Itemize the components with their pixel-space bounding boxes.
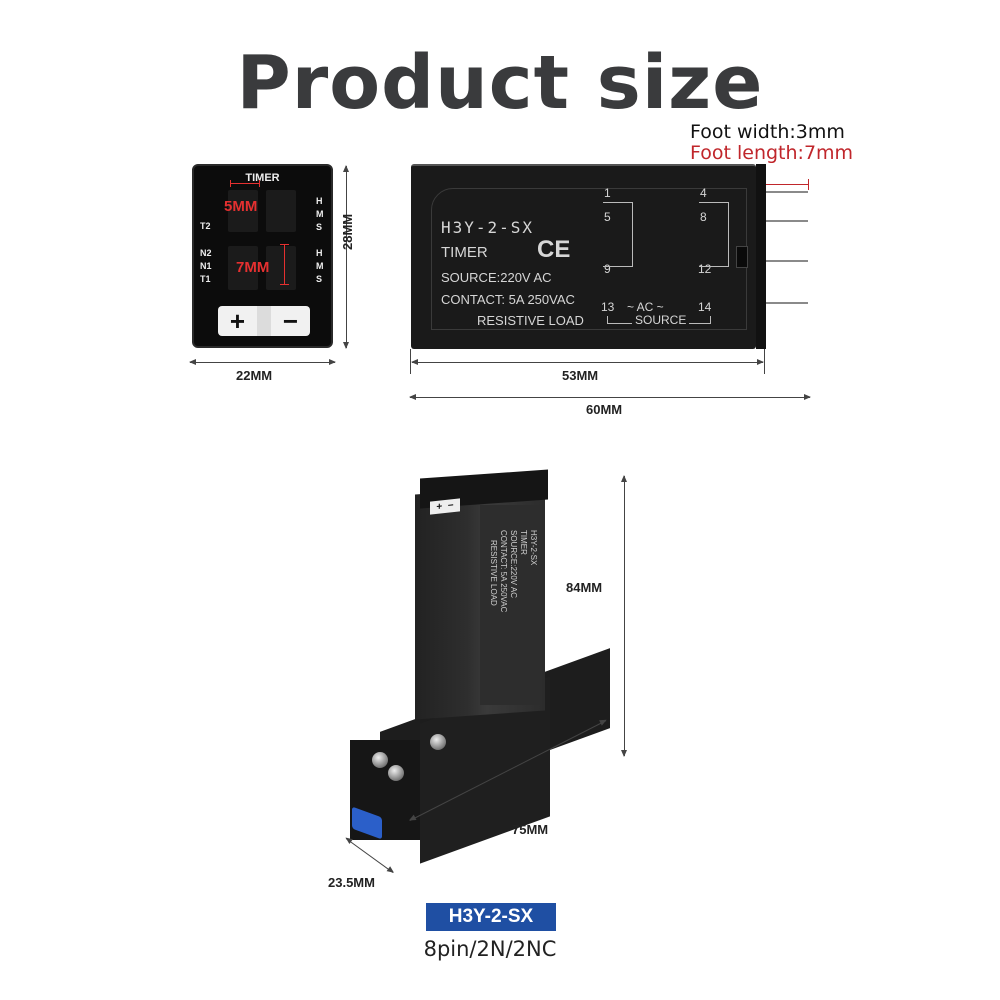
front-width-dim: 22MM <box>236 368 273 383</box>
contact-text: CONTACT: 5A 250VAC <box>441 292 575 307</box>
pin-9: 9 <box>604 262 611 276</box>
pin-4: 4 <box>700 186 707 200</box>
switch-circuit-right <box>699 202 729 267</box>
button-divider <box>257 306 271 336</box>
hour-label-bottom: H <box>316 248 323 258</box>
marker-tick <box>808 179 809 190</box>
body-length-line <box>411 359 764 365</box>
n1-label: N1 <box>200 261 212 271</box>
assembly-length-dim: 75MM <box>512 822 549 837</box>
foot-width-label: Foot width:3mm <box>690 121 845 143</box>
digit-width-dim: 5MM <box>224 198 258 215</box>
pin-13: 13 <box>601 300 615 314</box>
button-bar: + − <box>218 306 310 336</box>
digit-segment <box>228 190 258 232</box>
pin-1: 1 <box>604 186 611 200</box>
marker-tick <box>230 180 231 187</box>
total-length-dim: 60MM <box>586 402 623 417</box>
relay-type-text: TIMER <box>519 530 528 555</box>
switch-circuit-left <box>603 202 633 267</box>
side-tab <box>756 164 766 349</box>
width-dimension-line <box>189 359 336 365</box>
front-height-dim: 28MM <box>340 213 355 250</box>
height-dimension-line <box>343 165 349 349</box>
page-title: Product size <box>236 40 764 126</box>
minute-label-bottom: M <box>316 261 324 271</box>
minus-button[interactable]: − <box>282 306 299 336</box>
ac-label: ~ AC ~ <box>627 300 664 314</box>
pin-8: 8 <box>700 210 707 224</box>
side-view: H3Y-2-SX TIMER CE SOURCE:220V AC CONTACT… <box>411 164 756 349</box>
model-text: H3Y-2-SX <box>441 218 535 237</box>
relay-contact-text: CONTACT: 5A 250VAC <box>499 530 508 613</box>
type-text: TIMER <box>441 244 488 261</box>
foot-pin <box>766 191 808 193</box>
timer-label: TIMER <box>245 172 280 184</box>
terminal-screw <box>430 734 446 750</box>
digit-segment <box>228 246 258 290</box>
source-text: SOURCE:220V AC <box>441 270 552 285</box>
t2-label: T2 <box>200 221 211 231</box>
second-label-top: S <box>316 222 323 232</box>
foot-length-label: Foot length:7mm <box>690 142 854 164</box>
side-notch <box>736 246 748 268</box>
t1-label: T1 <box>200 274 211 284</box>
digit-segment <box>266 190 296 232</box>
plus-button[interactable]: + <box>229 306 246 336</box>
digit-segment <box>266 246 296 290</box>
relay-source-text: SOURCE:220V AC <box>509 530 518 599</box>
pin-14: 14 <box>698 300 712 314</box>
load-text: RESISTIVE LOAD <box>477 313 584 328</box>
pin-5: 5 <box>604 210 611 224</box>
n2-label: N2 <box>200 248 212 258</box>
hour-label-top: H <box>316 196 323 206</box>
assembly-height-dim: 84MM <box>566 580 603 595</box>
minute-label-top: M <box>316 209 324 219</box>
foot-pin <box>766 260 808 262</box>
body-length-dim: 53MM <box>562 368 599 383</box>
foot-pin <box>766 302 808 304</box>
terminal-screw <box>388 765 404 781</box>
total-length-line <box>409 394 811 400</box>
model-badge: H3Y-2-SX <box>426 903 556 931</box>
digit-height-marker <box>284 244 285 284</box>
marker-tick <box>280 244 289 245</box>
source-label: SOURCE <box>632 313 690 327</box>
extension-line <box>764 349 765 374</box>
ce-mark-icon: CE <box>537 236 571 263</box>
height-84-line <box>621 475 627 757</box>
assembly-depth-dim: 23.5MM <box>328 875 375 890</box>
second-label-bottom: S <box>316 274 323 284</box>
pin-12: 12 <box>698 262 712 276</box>
marker-tick <box>259 180 260 187</box>
relay-label-face <box>480 505 542 705</box>
front-panel-view: TIMER 5MM 7MM T2 N2 N1 T1 H M S H M S + … <box>192 164 333 348</box>
relay-load-text: RESISTIVE LOAD <box>489 540 498 606</box>
relay-model-text: H3Y-2-SX <box>529 530 538 566</box>
depth-line <box>345 838 394 873</box>
terminal-screw <box>372 752 388 768</box>
marker-tick <box>280 284 289 285</box>
digit-width-marker <box>230 183 260 184</box>
spec-text: 8pin/2N/2NC <box>423 937 557 961</box>
foot-length-marker <box>766 184 808 185</box>
digit-height-dim: 7MM <box>236 259 270 276</box>
foot-pin <box>766 220 808 222</box>
extension-line <box>410 349 411 374</box>
